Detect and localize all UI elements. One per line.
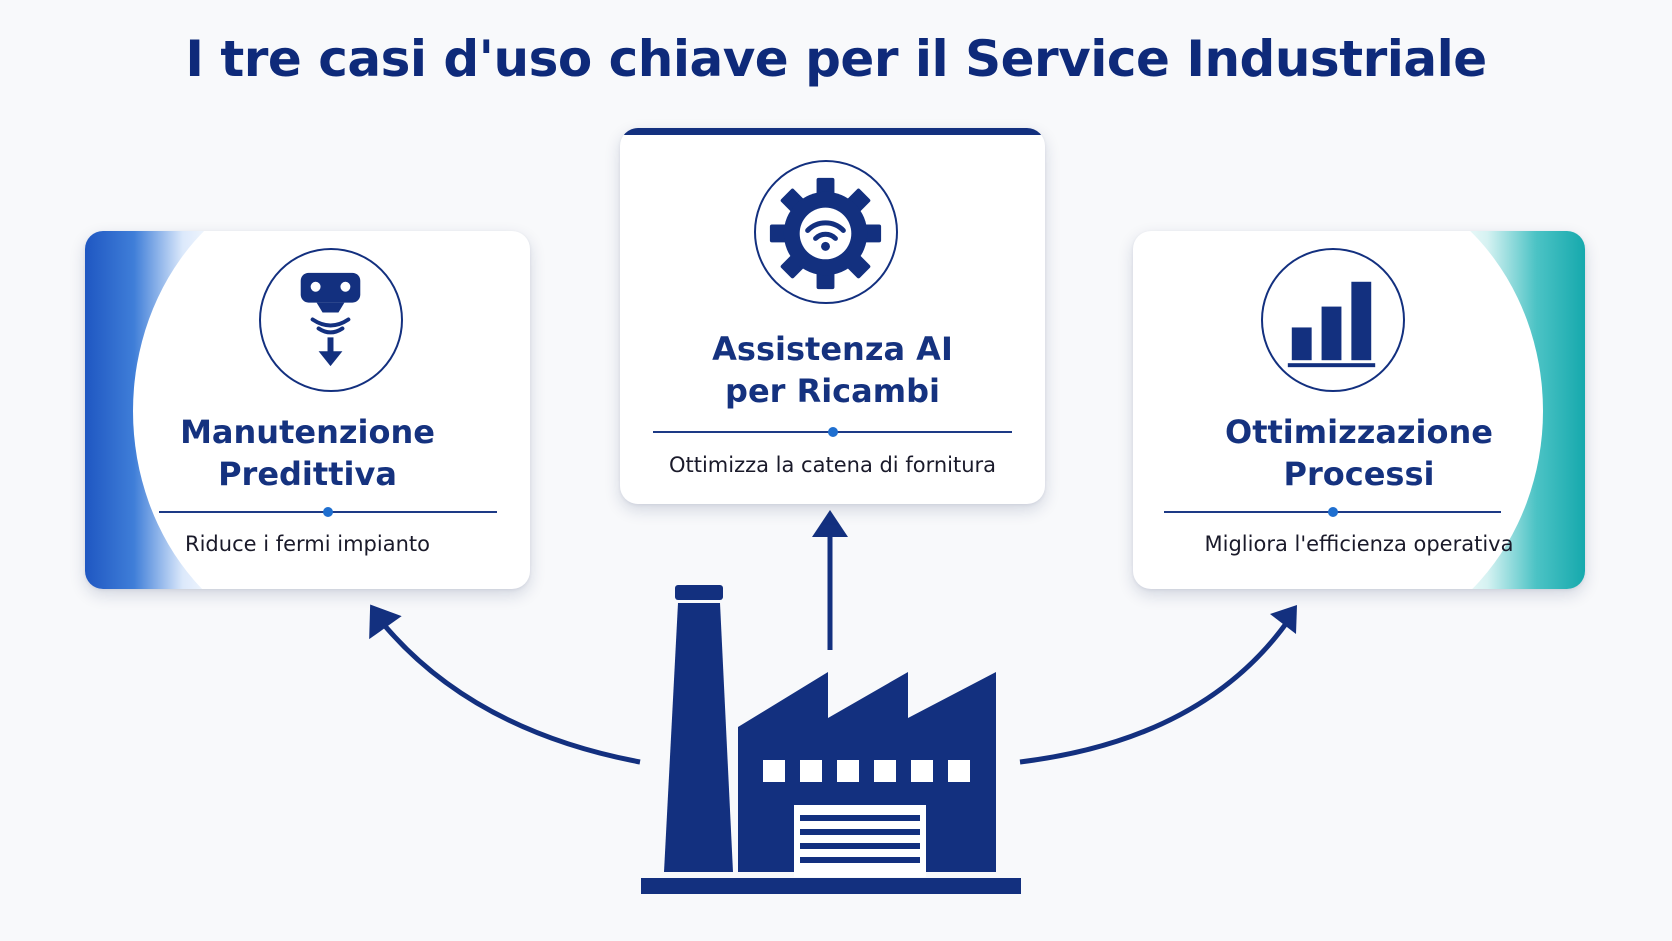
card-title-line-2: Processi [1283, 455, 1435, 493]
card-title-line-2: per Ricambi [725, 372, 940, 410]
card-predictive-maintenance: Manutenzione Predittiva Riduce i fermi i… [85, 231, 530, 589]
card-title-line-2: Predittiva [218, 455, 397, 493]
arrow-to-process [1019, 623, 1288, 765]
gear-wifi-icon [769, 177, 882, 290]
card-subtitle: Riduce i fermi impianto [185, 532, 430, 556]
arrow-head-left [369, 604, 402, 640]
icon-circle [259, 248, 403, 392]
card-title-line-1: Ottimizzazione [1225, 413, 1493, 451]
card-title-line-1: Manutenzione [180, 413, 435, 451]
card-subtitle: Migliora l'efficienza operativa [1204, 532, 1514, 556]
card-title: Ottimizzazione Processi [1133, 411, 1585, 495]
bar-chart-icon [1287, 281, 1376, 368]
card-title: Assistenza AI per Ricambi [620, 328, 1045, 412]
icon-circle [754, 160, 898, 304]
card-divider [159, 507, 497, 517]
card-process-optimization: Ottimizzazione Processi Migliora l'effic… [1133, 231, 1585, 589]
card-divider [1164, 507, 1501, 517]
sensor-download-icon [300, 272, 361, 367]
icon-circle [1261, 248, 1405, 392]
arrow-head-center [812, 510, 848, 537]
card-top-bar [620, 128, 1045, 135]
arrow-head-right [1270, 605, 1297, 634]
card-title-line-1: Assistenza AI [712, 330, 953, 368]
card-title: Manutenzione Predittiva [85, 411, 530, 495]
card-ai-parts: Assistenza AI per Ricambi Ottimizza la c… [620, 128, 1045, 504]
page-title: I tre casi d'uso chiave per il Service I… [185, 30, 1487, 88]
factory-icon [641, 585, 1021, 894]
arrow-to-predictive [378, 618, 641, 765]
card-divider [653, 427, 1012, 437]
divider-dot [1327, 507, 1338, 517]
divider-dot [827, 427, 838, 437]
divider-dot [323, 507, 333, 517]
card-subtitle: Ottimizza la catena di fornitura [668, 453, 997, 477]
